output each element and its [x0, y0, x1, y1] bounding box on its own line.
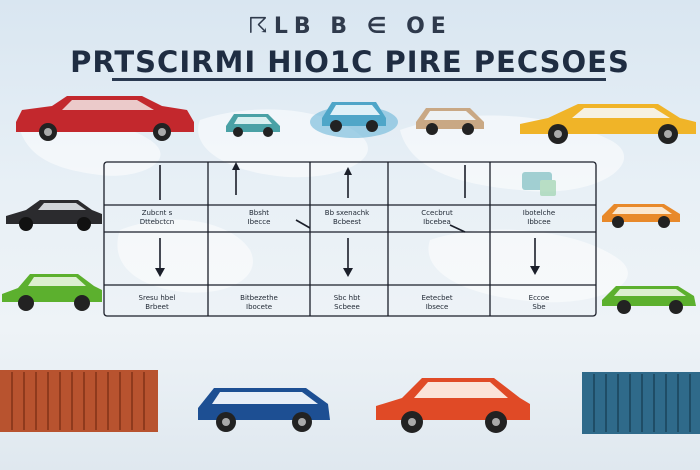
- cell-top-2: Bbsht Ibecce: [214, 209, 304, 227]
- cell-bottom-4: Eetecbet Ibsece: [392, 294, 482, 312]
- cell-bottom-2: Bitbezethe Ibocete: [214, 294, 304, 312]
- blue-suv-icon: [310, 102, 398, 138]
- cell-bottom-3-line2: Scbeee: [334, 303, 360, 311]
- green-hatchback-icon: [2, 274, 102, 311]
- red-van-icon: [16, 96, 194, 141]
- blue-shipping-container: [582, 372, 700, 434]
- cell-bottom-5-line1: Eccoe: [528, 294, 550, 302]
- cell-top-5: Ibotelche Ibbcee: [494, 209, 584, 227]
- orange-wagon-icon: [602, 204, 680, 228]
- cell-bottom-3-line1: Sbc hbt: [333, 294, 361, 302]
- red-hatchback-icon: [376, 378, 530, 433]
- title-block: ☈LB B ∈ OE PRTSCIRMI HIO1C PIRE PECSOES: [0, 8, 700, 79]
- black-sedan-icon: [6, 200, 102, 231]
- cell-top-2-line1: Bbsht: [248, 209, 270, 217]
- green-wagon-icon: [602, 286, 696, 314]
- title-underline: [112, 78, 606, 81]
- cell-bottom-3: Sbc hbt Scbeee: [302, 294, 392, 312]
- dataset-icon: [522, 172, 556, 196]
- yellow-sedan-icon: [520, 104, 696, 144]
- cell-bottom-4-line2: Ibsece: [425, 303, 449, 311]
- cell-top-4: Ccecbrut Ibcebea: [392, 209, 482, 227]
- red-shipping-container: [0, 370, 158, 432]
- cell-bottom-1-line1: Sresu hbel: [138, 294, 176, 302]
- cell-bottom-1: Sresu hbel Brbeet: [112, 294, 202, 312]
- tan-car-icon: [416, 108, 484, 135]
- cell-top-3: Bb sxenachk Bcbeest: [302, 209, 392, 227]
- title-line-1: ☈LB B ∈ OE: [248, 14, 452, 39]
- cell-top-4-line2: Ibcebea: [423, 218, 451, 226]
- arrow-diag-2: [449, 224, 466, 233]
- cell-bottom-5: Eccoe Sbe: [494, 294, 584, 312]
- cell-top-1-line2: Dttebctcn: [139, 218, 175, 226]
- cell-top-5-line2: Ibbcee: [527, 218, 551, 226]
- cell-top-1-line1: Zubcnt s: [141, 209, 173, 217]
- arrow-diag-1: [295, 219, 311, 229]
- cell-bottom-2-line1: Bitbezethe: [240, 294, 278, 302]
- cell-top-1: Zubcnt s Dttebctcn: [112, 209, 202, 227]
- cell-top-4-line1: Ccecbrut: [421, 209, 453, 217]
- cell-top-5-line1: Ibotelche: [522, 209, 556, 217]
- cell-top-3-line2: Bcbeest: [332, 218, 362, 226]
- cell-bottom-4-line1: Eetecbet: [421, 294, 453, 302]
- grid-frame: [103, 161, 597, 317]
- cell-bottom-1-line2: Brbeet: [145, 303, 169, 311]
- blue-wagon-icon: [198, 388, 330, 432]
- cell-top-2-line2: Ibecce: [247, 218, 271, 226]
- cell-bottom-5-line2: Sbe: [532, 303, 546, 311]
- cell-bottom-2-line2: Ibocete: [246, 303, 272, 311]
- title-line-2: PRTSCIRMI HIO1C PIRE PECSOES: [70, 45, 630, 79]
- teal-car-icon: [226, 114, 280, 137]
- cell-top-3-line1: Bb sxenachk: [324, 209, 370, 217]
